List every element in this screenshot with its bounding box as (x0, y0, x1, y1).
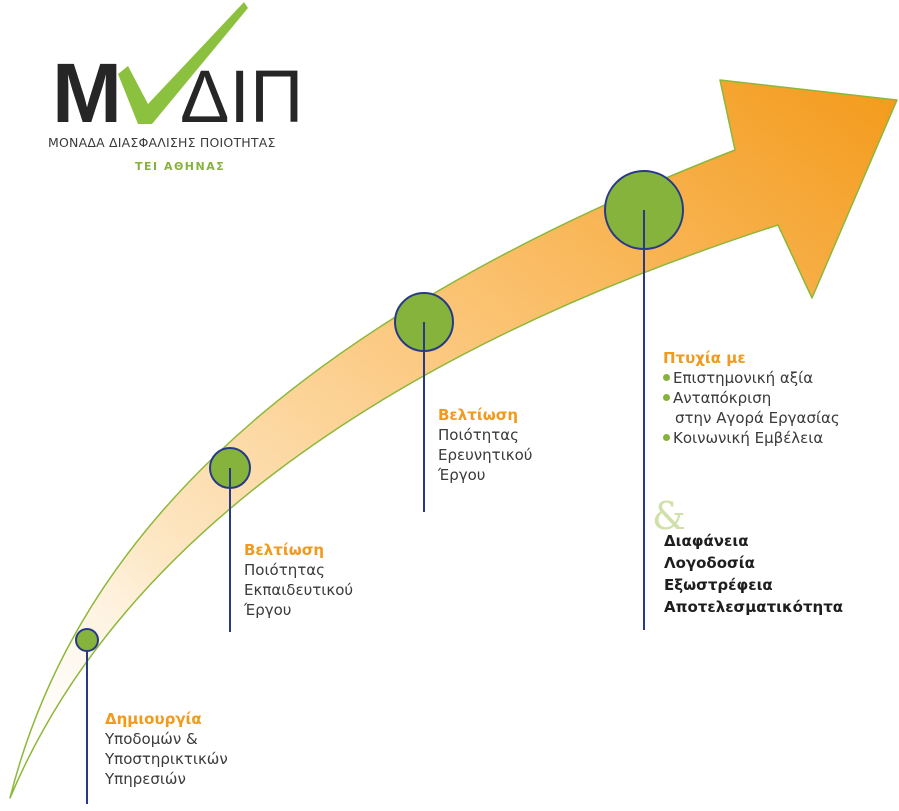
stage-4-bullet-2-text: Ανταπόκριση (673, 389, 772, 407)
stage-3-line-2: Ερευνητικού (438, 446, 533, 464)
stage-3-line-1: Ποιότητας (438, 426, 519, 444)
stage-2-line-3: Έργου (244, 601, 292, 619)
stage-4-bullet-3: Κοινωνική Εμβέλεια (663, 428, 840, 448)
stage-2-line-2: Εκπαιδευτικού (244, 581, 354, 599)
value-item-3: Εξωστρέφεια (664, 576, 773, 594)
stage-1-line-2: Υποστηρικτικών (105, 750, 228, 768)
ampersand-mark: & (652, 494, 686, 538)
stage-2-label: Βελτίωση Ποιότητας Εκπαιδευτικού Έργου (244, 540, 353, 620)
modip-logo: Μ ΔΙΠ (52, 2, 303, 140)
stage-1-label: Δημιουργία Υποδομών & Υποστηρικτικών Υπη… (105, 709, 228, 789)
bullet-dot-icon (663, 434, 670, 441)
stage-4-heading: Πτυχία με (663, 349, 746, 367)
stage-2-heading: Βελτίωση (244, 541, 325, 559)
stage-1-line-1: Υποδομών & (105, 730, 198, 748)
value-item-4: Αποτελεσματικότητα (664, 598, 844, 616)
logo-wordmark-right: ΔΙΠ (180, 55, 303, 138)
milestone-stems (86, 210, 645, 804)
logo-checkmark-icon (118, 2, 248, 124)
value-item-1: Διαφάνεια (664, 532, 749, 550)
stage-4-bullet-1: Επιστημονική αξία (663, 368, 840, 388)
value-item-2: Λογοδοσία (664, 554, 755, 572)
stage-4-bullet-3-text: Κοινωνική Εμβέλεια (673, 429, 824, 447)
stage-4-label: Πτυχία με Επιστημονική αξία Ανταπόκριση … (663, 348, 840, 448)
logo-wordmark-left: Μ (52, 46, 122, 140)
stage-1-heading: Δημιουργία (105, 710, 202, 728)
logo-tagline: ΤΕΙ ΑΘΗΝΑΣ (135, 160, 226, 173)
stage-4-bullet-2: Ανταπόκριση (663, 388, 840, 408)
bullet-dot-icon (663, 394, 670, 401)
milestone-dot-1 (75, 628, 99, 652)
stage-3-line-3: Έργου (438, 466, 486, 484)
logo-subtitle: ΜΟΝΑΔΑ ΔΙΑΣΦΑΛΙΣΗΣ ΠΟΙΟΤΗΤΑΣ (48, 135, 276, 150)
bullet-dot-icon (663, 374, 670, 381)
values-list: Διαφάνεια Λογοδοσία Εξωστρέφεια Αποτελεσ… (664, 530, 843, 618)
stage-4-bullet-2-continuation-text: στην Αγορά Εργασίας (675, 409, 840, 427)
stage-4-bullet-2-continuation: στην Αγορά Εργασίας (663, 408, 840, 428)
stage-2-line-1: Ποιότητας (244, 561, 325, 579)
growth-arrow (9, 79, 898, 799)
stage-1-line-3: Υπηρεσιών (105, 770, 186, 788)
stage-4-bullet-1-text: Επιστημονική αξία (673, 369, 814, 387)
stage-3-label: Βελτίωση Ποιότητας Ερευνητικού Έργου (438, 405, 532, 485)
stage-3-heading: Βελτίωση (438, 406, 519, 424)
